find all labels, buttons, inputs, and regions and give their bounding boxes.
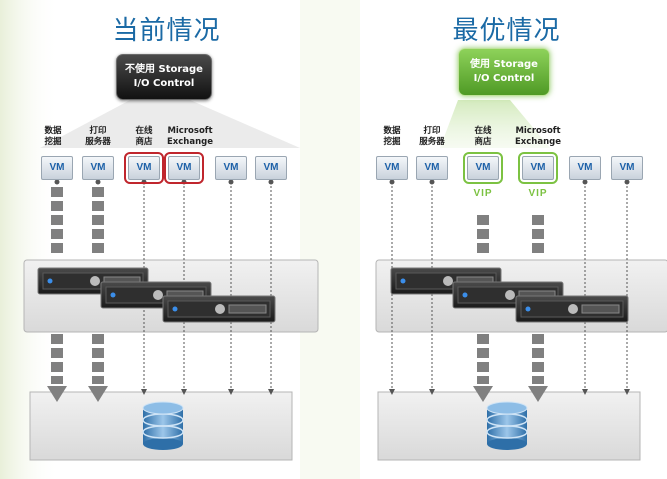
label-line-2: 商店 bbox=[135, 137, 153, 147]
label-line-1: Microsoft bbox=[515, 126, 561, 136]
label-ms-exchange: Microsoft Exchange bbox=[160, 126, 220, 148]
label-data-mining: 数据 挖掘 bbox=[364, 126, 420, 148]
label-line-1: 数据 bbox=[383, 126, 401, 136]
callout-line-1: 使用 Storage bbox=[470, 59, 538, 70]
heavy-io-stream bbox=[47, 187, 108, 402]
label-line-2: 服务器 bbox=[85, 137, 111, 147]
vm-ms-exchange[interactable]: VM bbox=[164, 152, 204, 184]
label-line-2: Exchange bbox=[514, 137, 561, 147]
vm-6[interactable]: VM bbox=[255, 156, 287, 180]
vm-6[interactable]: VM bbox=[611, 156, 643, 180]
callout-beam bbox=[40, 100, 300, 148]
label-online-store: 在线 商店 bbox=[116, 126, 172, 148]
label-line-2: 服务器 bbox=[419, 137, 445, 147]
server-3 bbox=[515, 295, 629, 323]
vm-ms-exchange[interactable]: VM bbox=[518, 152, 558, 184]
optimal-situation-panel: 最优情况 使用 Storage I/O Control 数据 挖掘 打印 服务器… bbox=[340, 0, 667, 479]
current-situation-panel: 当前情况 不使用 Storage I/O Control 数据 挖掘 打印 服务… bbox=[0, 0, 333, 479]
callout-line-2: I/O Control bbox=[473, 73, 535, 84]
label-line-1: Microsoft bbox=[167, 126, 213, 136]
label-line-2: 挖掘 bbox=[44, 137, 62, 147]
vm-online-store[interactable]: VM bbox=[463, 152, 503, 184]
vm-data-mining[interactable]: VM bbox=[41, 156, 73, 180]
label-line-1: 打印 bbox=[89, 126, 107, 136]
vm-connector-dots bbox=[389, 179, 630, 185]
label-print-server: 打印 服务器 bbox=[70, 126, 126, 148]
callout-line-2: I/O Control bbox=[133, 78, 195, 89]
prioritized-io-stream bbox=[473, 215, 548, 402]
callout-beam bbox=[440, 100, 550, 148]
label-print-server: 打印 服务器 bbox=[404, 126, 460, 148]
vm-connector-dots bbox=[54, 179, 274, 185]
no-sioc-callout: 不使用 Storage I/O Control bbox=[116, 54, 212, 100]
server-3 bbox=[162, 295, 276, 323]
label-line-2: 挖掘 bbox=[383, 137, 401, 147]
label-ms-exchange: Microsoft Exchange bbox=[508, 126, 568, 148]
vip-badge-ms-exchange: VIP bbox=[528, 188, 548, 199]
current-title: 当前情况 bbox=[112, 16, 221, 46]
vm-print-server[interactable]: VM bbox=[416, 156, 448, 180]
vm-5[interactable]: VM bbox=[569, 156, 601, 180]
label-line-1: 数据 bbox=[44, 126, 62, 136]
vm-5[interactable]: VM bbox=[215, 156, 247, 180]
label-online-store: 在线 商店 bbox=[455, 126, 511, 148]
label-line-1: 打印 bbox=[423, 126, 441, 136]
label-line-2: 商店 bbox=[474, 137, 492, 147]
label-line-1: 在线 bbox=[474, 126, 492, 136]
datastore-icon bbox=[142, 401, 184, 450]
vm-online-store[interactable]: VM bbox=[124, 152, 164, 184]
vm-data-mining[interactable]: VM bbox=[376, 156, 408, 180]
optimal-title: 最优情况 bbox=[452, 16, 561, 46]
callout-line-1: 不使用 Storage bbox=[125, 64, 203, 75]
vm-print-server[interactable]: VM bbox=[82, 156, 114, 180]
datastore-icon bbox=[486, 401, 528, 450]
with-sioc-callout: 使用 Storage I/O Control bbox=[458, 48, 550, 96]
label-line-2: Exchange bbox=[166, 137, 213, 147]
label-line-1: 在线 bbox=[135, 126, 153, 136]
label-data-mining: 数据 挖掘 bbox=[25, 126, 81, 148]
current-diagram-graphics bbox=[23, 100, 319, 461]
optimal-diagram-graphics bbox=[375, 100, 667, 461]
vip-badge-online-store: VIP bbox=[473, 188, 493, 199]
